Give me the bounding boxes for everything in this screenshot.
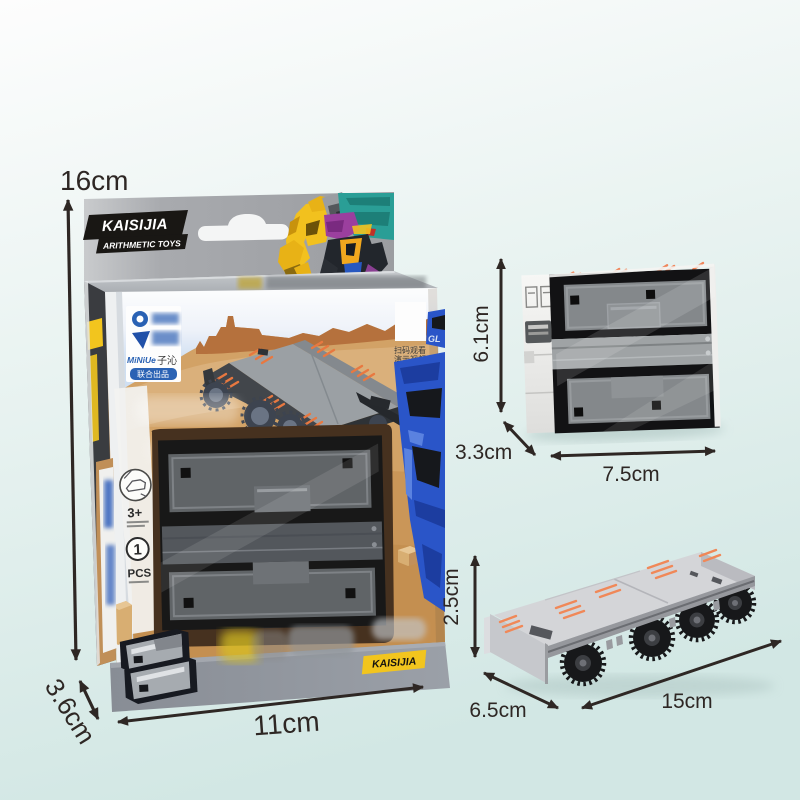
svg-text:子沁: 子沁 [157,355,177,367]
svg-text:16cm: 16cm [60,165,128,196]
svg-text:6.5cm: 6.5cm [469,699,526,722]
svg-text:15cm: 15cm [661,690,712,713]
svg-text:扫码观看: 扫码观看 [394,345,426,355]
svg-text:3.3cm: 3.3cm [455,441,512,464]
svg-text:11cm: 11cm [252,706,320,742]
svg-text:KAISIJIA: KAISIJIA [372,656,417,671]
svg-text:7.5cm: 7.5cm [602,463,659,486]
svg-text:1: 1 [133,541,142,558]
svg-text:6.1cm: 6.1cm [470,305,493,362]
svg-text:MiNiUe: MiNiUe [127,355,156,365]
svg-text:联合出品: 联合出品 [137,369,169,379]
svg-text:2.5cm: 2.5cm [440,568,463,625]
svg-text:3+: 3+ [127,505,143,521]
svg-text:KAISIJIA: KAISIJIA [102,216,168,235]
svg-text:PCS: PCS [127,568,151,581]
svg-text:ARITHMETIC TOYS: ARITHMETIC TOYS [102,238,181,251]
svg-text:GL: GL [428,334,441,344]
